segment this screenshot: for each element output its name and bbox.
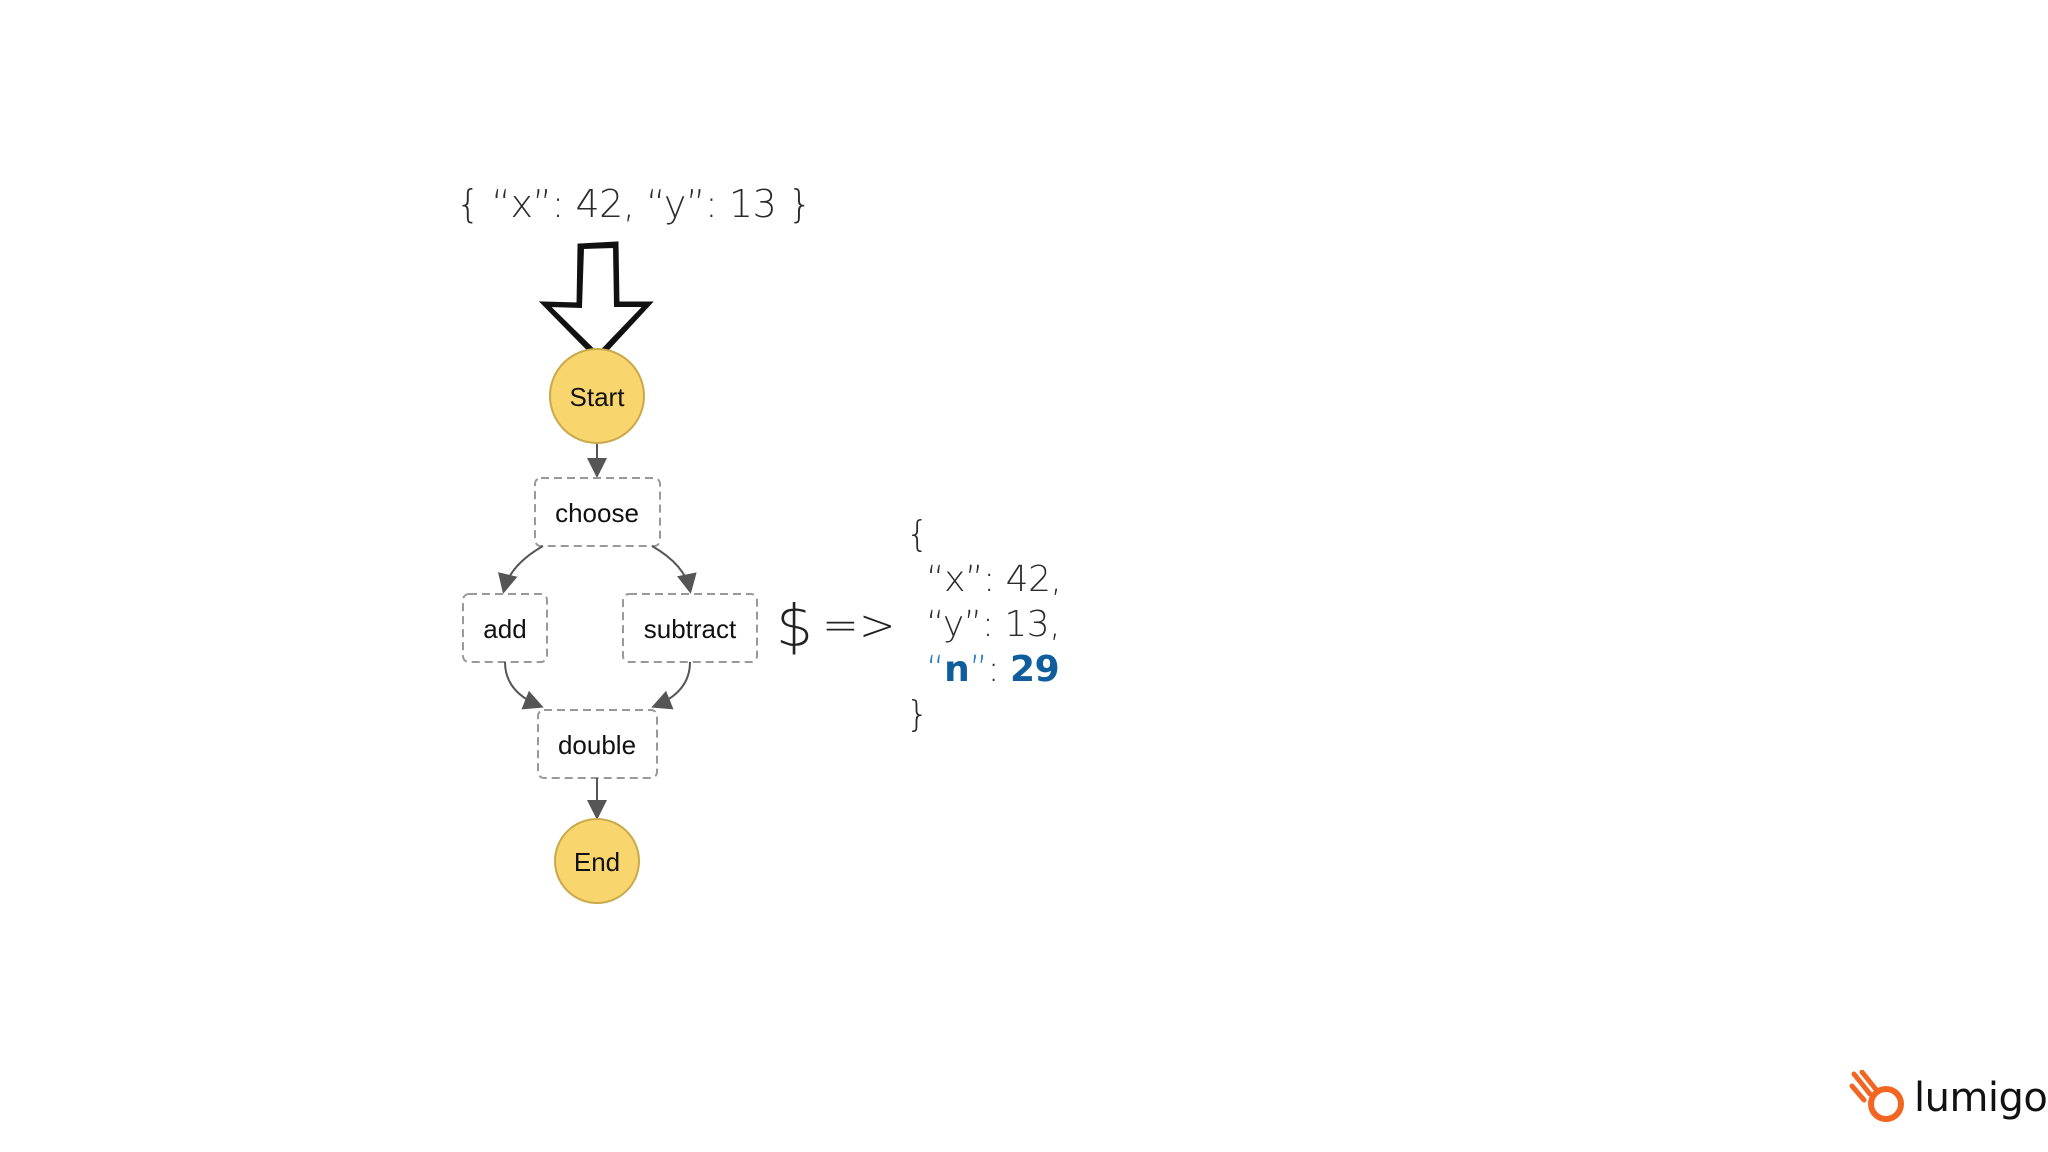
n-open-quote: “ [926,649,945,690]
edge-choose-subtract [651,545,697,594]
n-close-quote: ” [969,649,988,690]
brand-name: lumigo [1914,1075,2048,1121]
subtract-node: subtract [622,593,758,663]
choose-node: choose [534,477,661,547]
start-label: Start [570,382,626,412]
edge-choose-add [498,545,544,594]
dollar-sign: $ [776,592,813,660]
output-x-line: “x”: 42, [926,559,1062,600]
lumigo-logo: lumigo [1848,1070,2048,1126]
input-arrow-icon [538,241,654,362]
output-n-line: “n”: 29 [906,647,1061,692]
output-close-brace: } [906,694,929,735]
choose-label: choose [555,498,639,528]
edge-add-double [504,661,544,710]
fat-arrow-operator: => [822,600,896,651]
end-label: End [574,847,620,877]
output-y-line: “y”: 13, [926,604,1061,645]
output-open-brace: { [906,514,929,555]
subtract-label: subtract [644,614,737,644]
start-node: Start [549,348,645,444]
double-label: double [558,730,636,760]
n-value: 29 [1010,649,1060,690]
output-json: { “x”: 42, “y”: 13, “n”: 29 } [906,512,1062,737]
add-node: add [462,593,548,663]
n-key: n [944,649,970,690]
edge-subtract-double [651,661,691,710]
end-node: End [554,818,640,904]
lumigo-logo-icon [1849,1070,1904,1122]
double-node: double [537,709,658,779]
n-colon: : [987,649,1011,690]
input-json: { “x”: 42, “y”: 13 } [456,182,812,226]
add-label: add [483,614,526,644]
